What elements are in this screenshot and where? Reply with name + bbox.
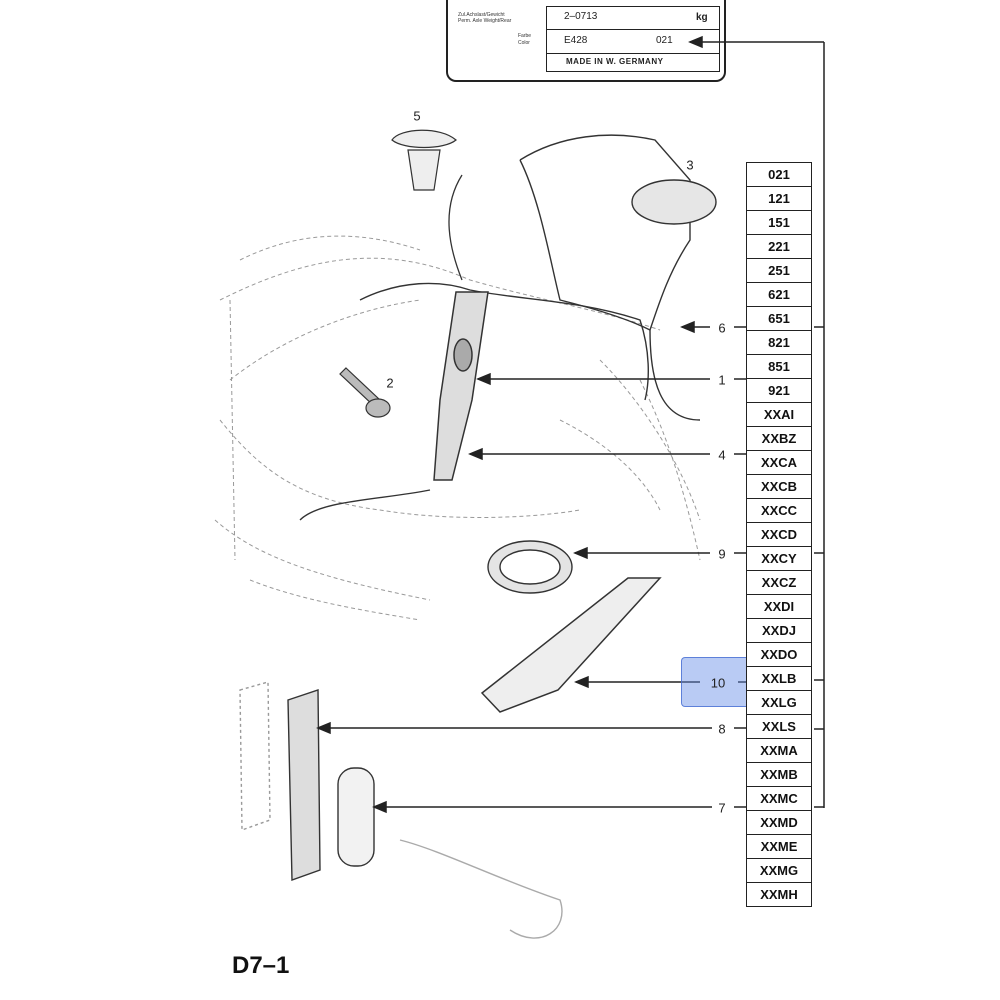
plate-small-label: Perm. Axle Weight/Rear <box>458 18 512 24</box>
color-code-cell: XXDO <box>746 643 812 667</box>
diagram-id: D7–1 <box>232 952 290 979</box>
cover-part <box>631 179 717 225</box>
color-code-cell: XXLS <box>746 715 812 739</box>
screw-part <box>339 367 391 418</box>
callout-7: 7 <box>718 800 726 816</box>
callout-8: 8 <box>718 721 726 737</box>
color-code-cell: 821 <box>746 331 812 355</box>
color-code-cell: 121 <box>746 187 812 211</box>
pillar-trim <box>433 291 489 481</box>
seal-parts <box>239 681 563 939</box>
color-code-cell: 851 <box>746 355 812 379</box>
color-code-cell: XXCB <box>746 475 812 499</box>
color-code-cell: XXCD <box>746 523 812 547</box>
color-code-cell: XXAI <box>746 403 812 427</box>
color-code-cell: XXLB <box>746 667 812 691</box>
color-code-cell: XXMH <box>746 883 812 907</box>
plate-color-code: 021 <box>656 35 673 46</box>
color-code-cell: XXDI <box>746 595 812 619</box>
vehicle-body-sketch <box>214 235 701 621</box>
quarter-panel-outline <box>299 134 701 521</box>
color-code-cell: 921 <box>746 379 812 403</box>
color-code-cell: 251 <box>746 259 812 283</box>
callout-5: 5 <box>413 108 421 124</box>
trim-panel-part <box>480 577 662 713</box>
plate-origin: MADE IN W. GERMANY <box>566 57 664 66</box>
color-code-cell: XXMD <box>746 811 812 835</box>
plate-small-label: Color <box>518 40 530 46</box>
plate-value-box <box>546 6 720 72</box>
color-code-cell: XXBZ <box>746 427 812 451</box>
color-code-cell: XXCZ <box>746 571 812 595</box>
vehicle-id-plate <box>446 0 726 82</box>
color-code-cell: XXCY <box>746 547 812 571</box>
color-code-cell: 221 <box>746 235 812 259</box>
color-code-cell: XXLG <box>746 691 812 715</box>
color-code-cell: 151 <box>746 211 812 235</box>
color-code-cell: 621 <box>746 283 812 307</box>
leader-lines <box>316 35 825 814</box>
color-code-cell: 021 <box>746 162 812 187</box>
color-code-cell: XXMB <box>746 763 812 787</box>
color-code-cell: XXCA <box>746 451 812 475</box>
clip-part <box>391 129 457 191</box>
callout-2: 2 <box>386 375 394 391</box>
callout-6: 6 <box>718 320 726 336</box>
plate-number: 2–0713 <box>564 11 598 22</box>
color-code-cell: XXMC <box>746 787 812 811</box>
clip-leader <box>448 174 463 281</box>
plate-small-label: Farbe <box>518 33 532 39</box>
plate-paint-code: E428 <box>564 35 588 46</box>
plate-small-label: Zul.Achslast/Gewicht <box>458 12 505 18</box>
grommet-part <box>487 540 573 594</box>
color-code-cell: XXME <box>746 835 812 859</box>
callout-9: 9 <box>718 546 726 562</box>
color-code-cell: XXMA <box>746 739 812 763</box>
color-code-cell: XXCC <box>746 499 812 523</box>
callout-1: 1 <box>718 372 726 388</box>
callout-4: 4 <box>718 447 726 463</box>
color-code-cell: XXMG <box>746 859 812 883</box>
callout-3: 3 <box>686 157 694 173</box>
plate-unit: kg <box>696 12 708 23</box>
color-code-cell: 651 <box>746 307 812 331</box>
callout-10: 10 <box>710 675 726 691</box>
color-code-cell: XXDJ <box>746 619 812 643</box>
